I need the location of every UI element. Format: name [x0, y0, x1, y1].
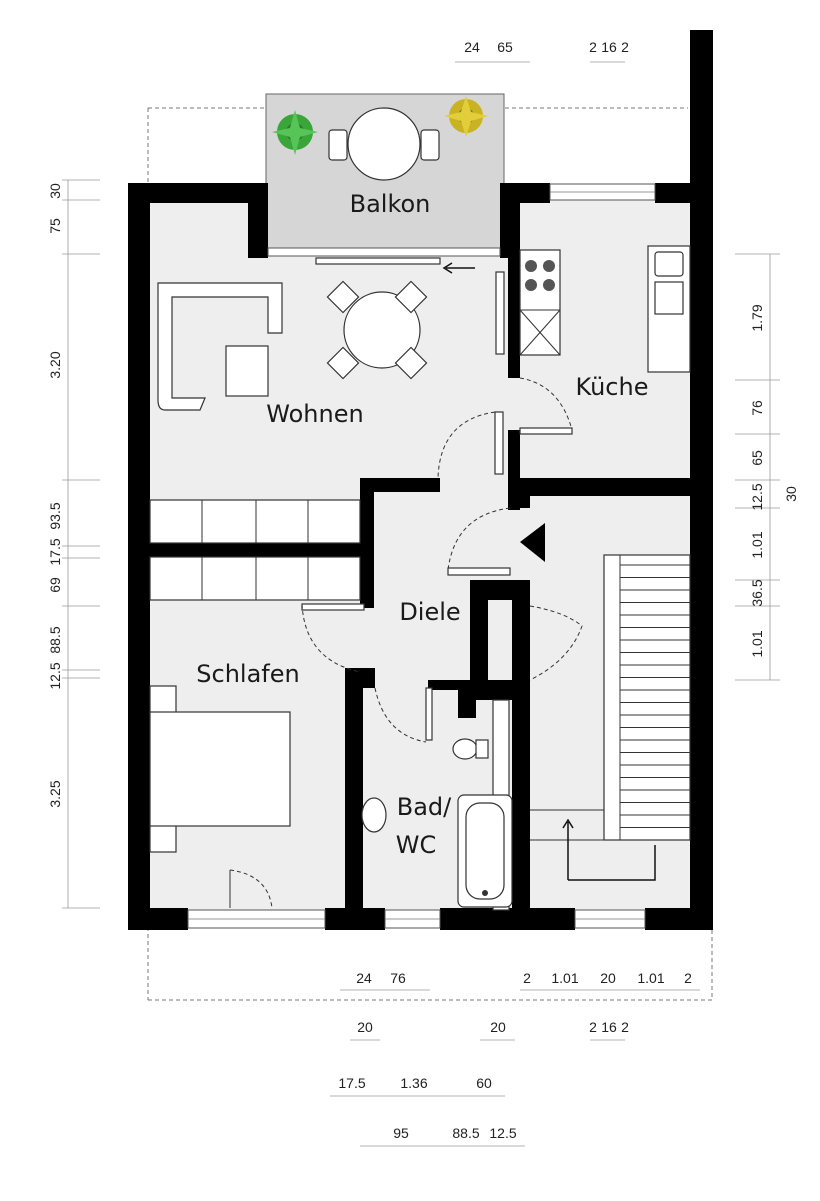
dim-bottom: 60	[476, 1075, 492, 1091]
dim-right: 65	[749, 450, 765, 466]
dim-left: 75	[47, 218, 63, 234]
dim-right: 36.5	[749, 579, 765, 606]
room-label-bad: Bad/	[397, 793, 452, 821]
dim-bottom: 2	[621, 1019, 629, 1035]
dim-bottom: 16	[601, 1019, 617, 1035]
room-label-balkon: Balkon	[350, 190, 431, 218]
dim-bottom: 76	[390, 970, 406, 986]
bath-furniture	[361, 699, 513, 911]
walls	[128, 30, 713, 930]
dim-bottom: 17.5	[338, 1075, 365, 1091]
dim-left: 12.5	[47, 662, 63, 689]
dim-left: 3.20	[47, 351, 63, 378]
dim-top: 65	[497, 39, 513, 55]
dim-bottom: 20	[600, 970, 616, 986]
dimension-labels: 24 65 2 16 2 30 75 3.20 93.5 17.5 69 88.…	[47, 39, 799, 1141]
dim-bottom: 12.5	[489, 1125, 516, 1141]
dim-right: 1.79	[749, 304, 765, 331]
dim-left: 30	[47, 183, 63, 199]
dim-right: 76	[749, 400, 765, 416]
dim-top: 2	[589, 39, 597, 55]
dim-top: 16	[601, 39, 617, 55]
plant-icon	[444, 96, 488, 137]
room-label-wohnen: Wohnen	[266, 400, 363, 428]
dim-bottom: 1.01	[551, 970, 578, 986]
room-label-kueche: Küche	[576, 373, 649, 401]
dim-bottom: 2	[684, 970, 692, 986]
doors	[229, 257, 583, 909]
dim-left: 93.5	[47, 502, 63, 529]
balcony-furniture	[272, 96, 488, 181]
kitchen-furniture	[519, 245, 691, 373]
dim-bottom: 2	[523, 970, 531, 986]
dim-bottom: 95	[393, 1125, 409, 1141]
room-label-schlafen: Schlafen	[196, 660, 299, 688]
windows	[187, 183, 656, 929]
dim-top: 2	[621, 39, 629, 55]
dim-bottom: 1.01	[637, 970, 664, 986]
staircase	[530, 554, 691, 881]
dim-bottom: 1.36	[400, 1075, 427, 1091]
dim-top: 24	[464, 39, 480, 55]
room-labels: Balkon Wohnen Küche Diele Schlafen Bad/ …	[196, 190, 648, 859]
dim-right: 12.5	[749, 483, 765, 510]
wardrobes	[149, 499, 361, 601]
dim-bottom: 88.5	[452, 1125, 479, 1141]
dim-bottom: 20	[490, 1019, 506, 1035]
dim-right-outer: 30	[783, 486, 799, 502]
dim-bottom: 20	[357, 1019, 373, 1035]
dim-right: 1.01	[749, 630, 765, 657]
plant-icon	[272, 110, 318, 155]
room-label-diele: Diele	[399, 598, 460, 626]
dimension-lines	[62, 61, 780, 1147]
dim-left: 69	[47, 577, 63, 593]
dim-left: 88.5	[47, 626, 63, 653]
dim-right: 1.01	[749, 531, 765, 558]
dim-bottom: 24	[356, 970, 372, 986]
room-label-wc: WC	[396, 831, 437, 859]
bedroom-furniture	[149, 685, 291, 853]
entrance-arrow-icon	[520, 523, 545, 562]
living-furniture	[157, 280, 428, 411]
dim-left: 3.25	[47, 780, 63, 807]
dim-left: 17.5	[47, 538, 63, 565]
dim-bottom: 2	[589, 1019, 597, 1035]
